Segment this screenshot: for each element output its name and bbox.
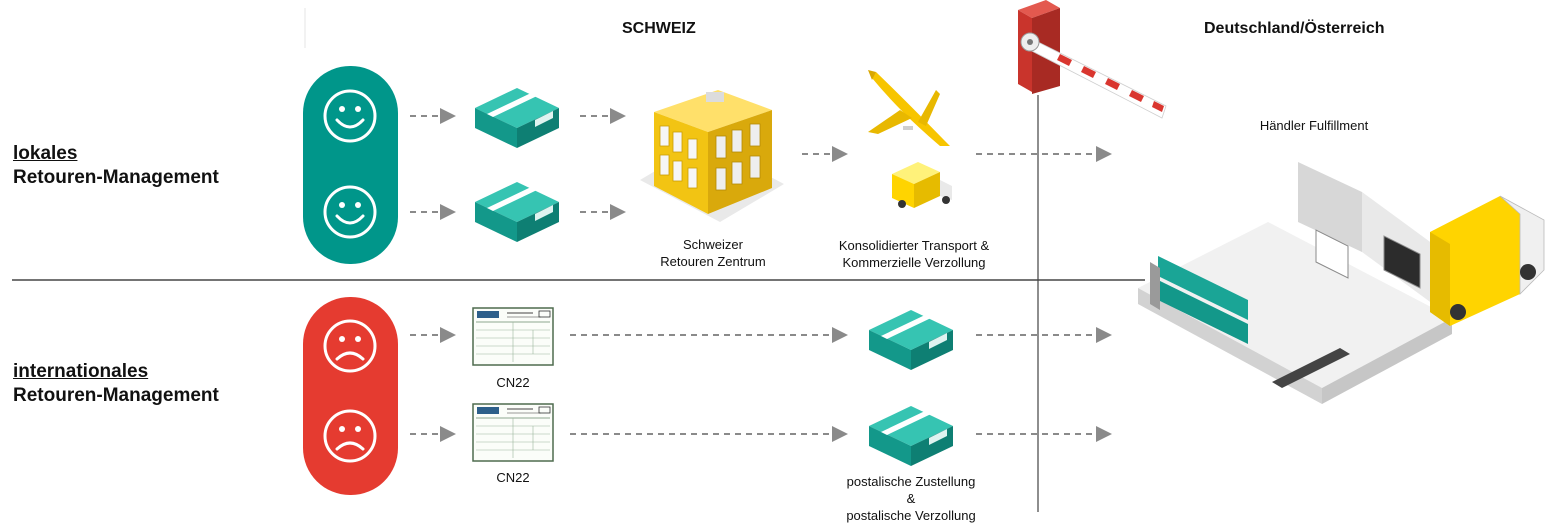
package-icon (475, 88, 559, 148)
cn22-form-icon (472, 307, 554, 366)
caption-postal: postalische Zustellung & postalische Ver… (826, 473, 996, 524)
caption-consolidated-line1: Konsolidierter Transport & (838, 238, 990, 253)
caption-postal-line3: postalische Verzollung (846, 508, 976, 523)
row-label-local: lokales Retouren-Management (13, 142, 219, 190)
caption-consolidated-line2: Kommerzielle Verzollung (842, 255, 986, 270)
caption-postal-line1: postalische Zustellung (846, 474, 976, 489)
row-label-international: internationales Retouren-Management (13, 360, 219, 408)
header-germany-austria: Deutschland/Österreich (1204, 20, 1385, 37)
row-label-local-line1: lokales (13, 143, 78, 164)
caption-return-center-line2: Retouren Zentrum (660, 254, 766, 269)
local-pill (303, 66, 398, 264)
row-label-international-line2: Retouren-Management (13, 385, 219, 406)
truck-icon (892, 162, 952, 208)
caption-cn22-a: CN22 (496, 375, 530, 390)
caption-consolidated: Konsolidierter Transport & Kommerzielle … (818, 237, 1010, 271)
cn22-form-icon (472, 403, 554, 462)
package-icon (869, 406, 953, 466)
caption-return-center-line1: Schweizer (683, 237, 743, 252)
international-pill (303, 297, 398, 495)
package-icon (869, 310, 953, 370)
package-icon (475, 182, 559, 242)
header-switzerland: SCHWEIZ (622, 20, 696, 37)
row-label-local-line2: Retouren-Management (13, 167, 219, 188)
row-label-international-line1: internationales (13, 361, 149, 382)
flow-arrows (410, 108, 1112, 442)
plane-icon (868, 70, 950, 146)
caption-postal-line2: & (906, 491, 916, 506)
building-icon (640, 90, 784, 222)
warehouse-icon (1138, 162, 1545, 404)
caption-cn22-b: CN22 (496, 470, 530, 485)
caption-return-center: Schweizer Retouren Zentrum (640, 236, 786, 270)
caption-fulfillment: Händler Fulfillment (1259, 118, 1369, 133)
barrier-icon (1018, 0, 1167, 119)
